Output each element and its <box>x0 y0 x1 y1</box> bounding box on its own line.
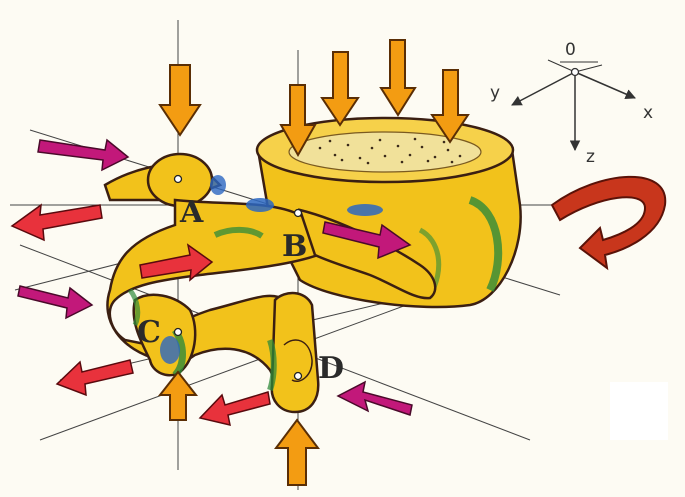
label-c: C <box>137 315 161 350</box>
point-c-dot <box>175 329 182 336</box>
axis-origin-dot <box>572 69 579 76</box>
axis-label-y: y <box>490 83 500 103</box>
label-a: A <box>179 195 204 230</box>
label-b: B <box>282 229 307 264</box>
point-d-dot <box>295 373 302 380</box>
axis-label-x: x <box>643 103 653 123</box>
axis-label-origin: 0 <box>565 40 576 60</box>
point-b-dot <box>295 210 302 217</box>
point-a-dot <box>175 176 182 183</box>
axis-label-z: z <box>586 147 595 167</box>
label-d: D <box>318 351 344 386</box>
blank-patch <box>610 382 668 440</box>
blue-shade-b <box>246 198 274 212</box>
